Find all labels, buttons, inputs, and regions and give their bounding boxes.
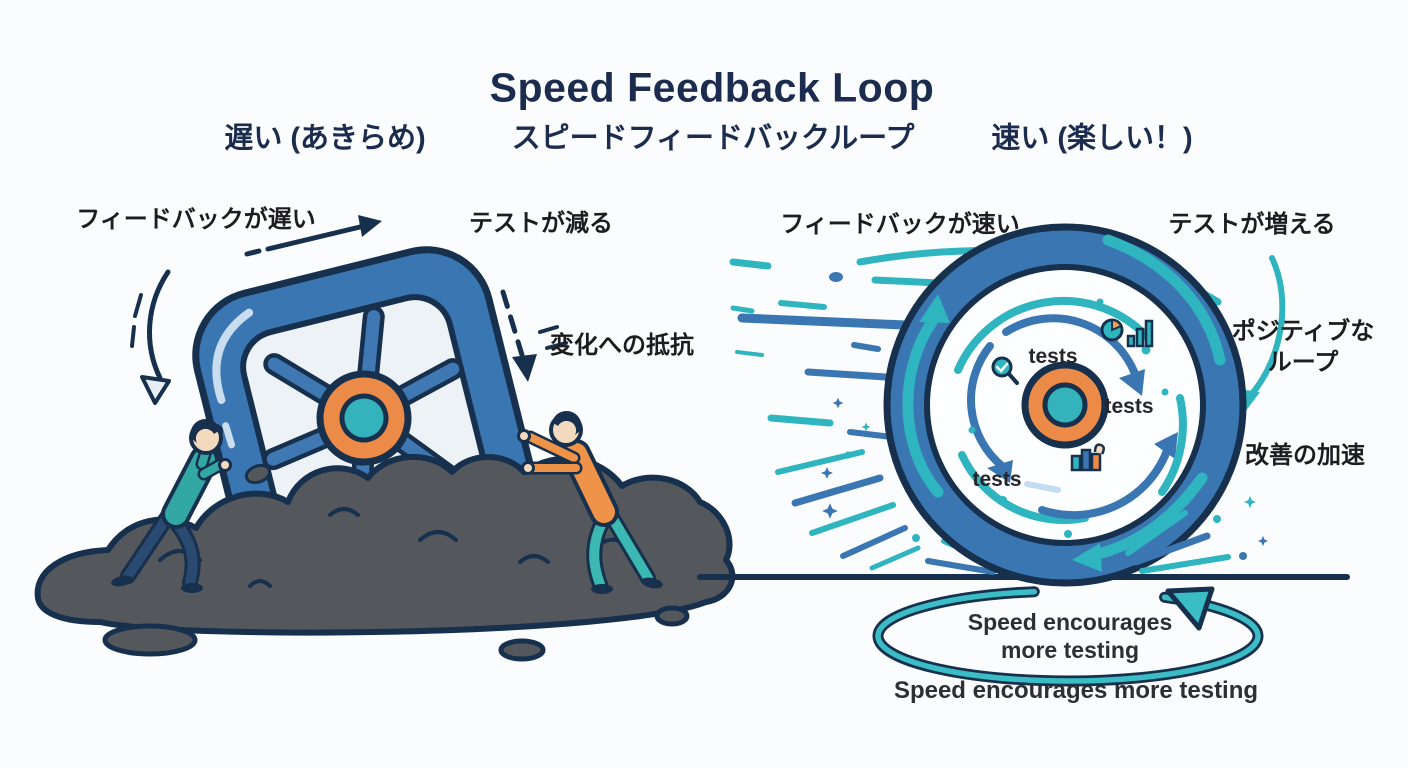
circular-wheel-icon bbox=[883, 223, 1247, 587]
label-positive-loop: ポジティブな ループ bbox=[1232, 316, 1375, 378]
thumbs-up-bars-icon bbox=[1070, 443, 1105, 472]
label-positive-loop-line2: ループ bbox=[1267, 349, 1339, 376]
splash-lines-left bbox=[775, 449, 1006, 575]
splash-lines-right bbox=[1125, 510, 1247, 574]
label-improvement-acceleration: 改善の加速 bbox=[1245, 442, 1365, 470]
ring-arrows bbox=[902, 234, 1226, 572]
loop-caption-line1: Speed encourages bbox=[967, 608, 1173, 635]
subtitle-center: スピードフィードバックループ bbox=[511, 122, 915, 155]
inner-spin-arrows bbox=[954, 296, 1187, 524]
wheel-tests-label-2: tests bbox=[1104, 394, 1154, 418]
slow-feedback-arrow-icon bbox=[244, 215, 382, 257]
label-feedback-fast: フィードバックが速い bbox=[780, 211, 1020, 239]
wheel-tests-label-3: tests bbox=[972, 467, 1022, 491]
loop-arrow-icon bbox=[872, 585, 1264, 687]
loop-caption: Speed encourages more testing bbox=[968, 608, 1173, 664]
inner-dots bbox=[968, 298, 1169, 538]
loop-caption-line2: more testing bbox=[1000, 637, 1140, 663]
subtitle-slow: 遅い (あきらめ) bbox=[224, 122, 426, 155]
bottom-caption: Speed encourages more testing bbox=[893, 677, 1259, 705]
label-tests-increase: テストが増える bbox=[1168, 211, 1336, 239]
pushing-person-left bbox=[111, 418, 232, 593]
pushing-person-right bbox=[517, 410, 663, 594]
sparkles bbox=[821, 397, 1269, 547]
magnifier-check-icon bbox=[991, 356, 1019, 385]
wheel-tests-label-1: tests bbox=[1028, 344, 1078, 368]
page-title: Speed Feedback Loop bbox=[489, 64, 935, 111]
decline-dashed-arrow-icon bbox=[500, 289, 568, 382]
label-resistance-to-change: 変化への抵抗 bbox=[550, 332, 694, 360]
pie-and-bars-icon bbox=[1100, 318, 1154, 348]
slow-scene bbox=[34, 215, 736, 662]
wheel-highlight bbox=[212, 308, 254, 404]
label-tests-decrease: テストが減る bbox=[469, 210, 613, 238]
label-positive-loop-line1: ポジティブな bbox=[1231, 317, 1375, 345]
label-feedback-slow: フィードバックが遅い bbox=[76, 206, 316, 234]
fast-scene bbox=[697, 223, 1350, 687]
subtitle-fast: 速い (楽しい！) bbox=[991, 122, 1193, 155]
slow-rotation-arrow-icon bbox=[130, 269, 171, 405]
